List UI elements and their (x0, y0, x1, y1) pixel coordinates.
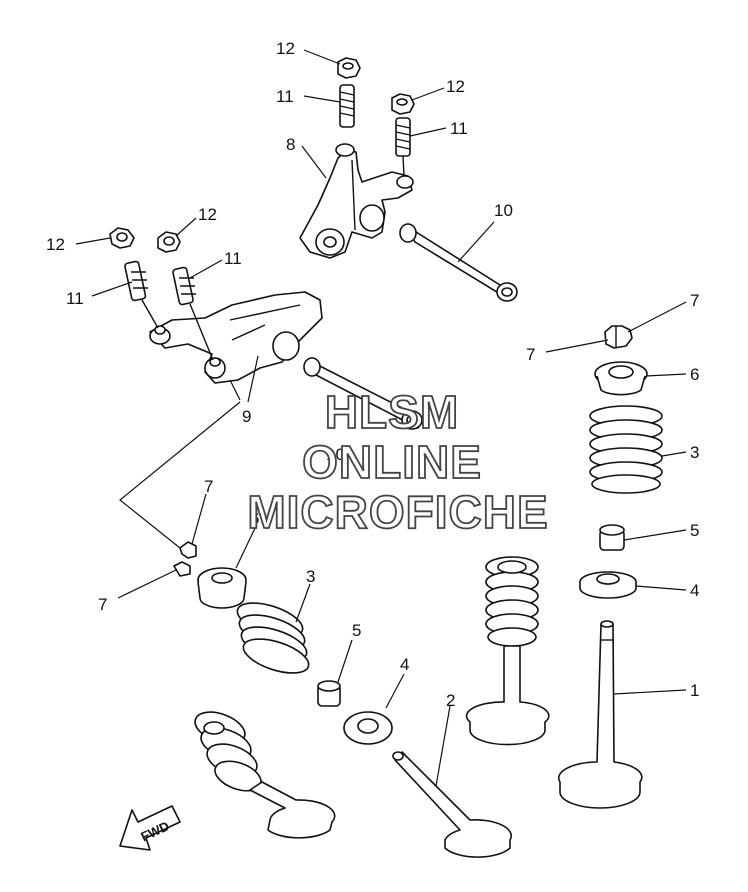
rocker-arm-lower (149, 291, 323, 384)
callout-7: 7 (98, 595, 107, 614)
callout-3: 3 (690, 443, 699, 462)
callout-11: 11 (66, 289, 84, 308)
nut-lower-right (157, 231, 181, 253)
valve-cotter-left (173, 541, 197, 577)
callout-4: 4 (400, 655, 409, 674)
callout-5: 5 (690, 521, 699, 540)
rocker-arm-upper (299, 143, 414, 259)
valve-spring-right (589, 405, 663, 494)
exhaust-valve-right (557, 620, 643, 809)
watermark-line-1: HLSM (325, 386, 459, 438)
callout-7: 7 (690, 291, 699, 310)
intake-valve-assembled (465, 556, 550, 746)
callout-numbers: 12 11 12 11 8 12 12 11 11 10 10 9 7 7 6 … (46, 39, 699, 710)
intake-valve-assembled-left (194, 711, 336, 839)
valve-spring-left (236, 602, 310, 674)
watermark-line-3: MICROFICHE (247, 486, 548, 538)
adjuster-screw-upper-right (395, 117, 411, 177)
callout-2: 2 (446, 691, 455, 710)
callout-3: 3 (306, 567, 315, 586)
rocker-shaft-upper (399, 223, 518, 302)
nut-upper-right (391, 93, 415, 115)
spring-retainer-left (197, 567, 247, 609)
spring-retainer-right (594, 361, 648, 396)
rocker-shaft-lower (303, 357, 423, 430)
callout-7: 7 (204, 477, 213, 496)
fwd-arrow-icon: FWD (119, 805, 181, 851)
adjuster-screw-lower-left (124, 260, 159, 329)
callout-1: 1 (690, 681, 699, 700)
callout-11: 11 (450, 119, 468, 138)
callout-11: 11 (224, 249, 242, 268)
valve-stem-seal-right (599, 524, 625, 551)
callout-12: 12 (276, 39, 295, 58)
nut-upper-left (337, 57, 361, 79)
callout-6: 6 (690, 365, 699, 384)
callout-9: 9 (242, 407, 251, 426)
spring-seat-left (343, 711, 393, 745)
callout-5: 5 (352, 621, 361, 640)
nut-lower-left (109, 227, 135, 249)
callout-12: 12 (446, 77, 465, 96)
adjuster-screw-upper-left (339, 84, 355, 128)
leader-lines (75, 49, 687, 787)
callout-11: 11 (276, 87, 294, 106)
callout-12: 12 (198, 205, 217, 224)
valve-cotter-right (604, 325, 633, 349)
watermark: HLSM ONLINE MICROFICHE (246, 385, 548, 539)
watermark-line-2: ONLINE (302, 436, 482, 488)
callout-10: 10 (494, 201, 513, 220)
callout-12: 12 (46, 235, 65, 254)
adjuster-screw-lower-right (172, 266, 214, 361)
callout-6: 6 (250, 509, 259, 528)
spring-seat-right (579, 571, 637, 599)
exhaust-valve-left (392, 751, 513, 858)
callout-7: 7 (526, 345, 535, 364)
callout-10: 10 (326, 445, 345, 464)
valve-stem-seal-left (317, 680, 341, 707)
callout-4: 4 (690, 581, 699, 600)
callout-8: 8 (286, 135, 295, 154)
